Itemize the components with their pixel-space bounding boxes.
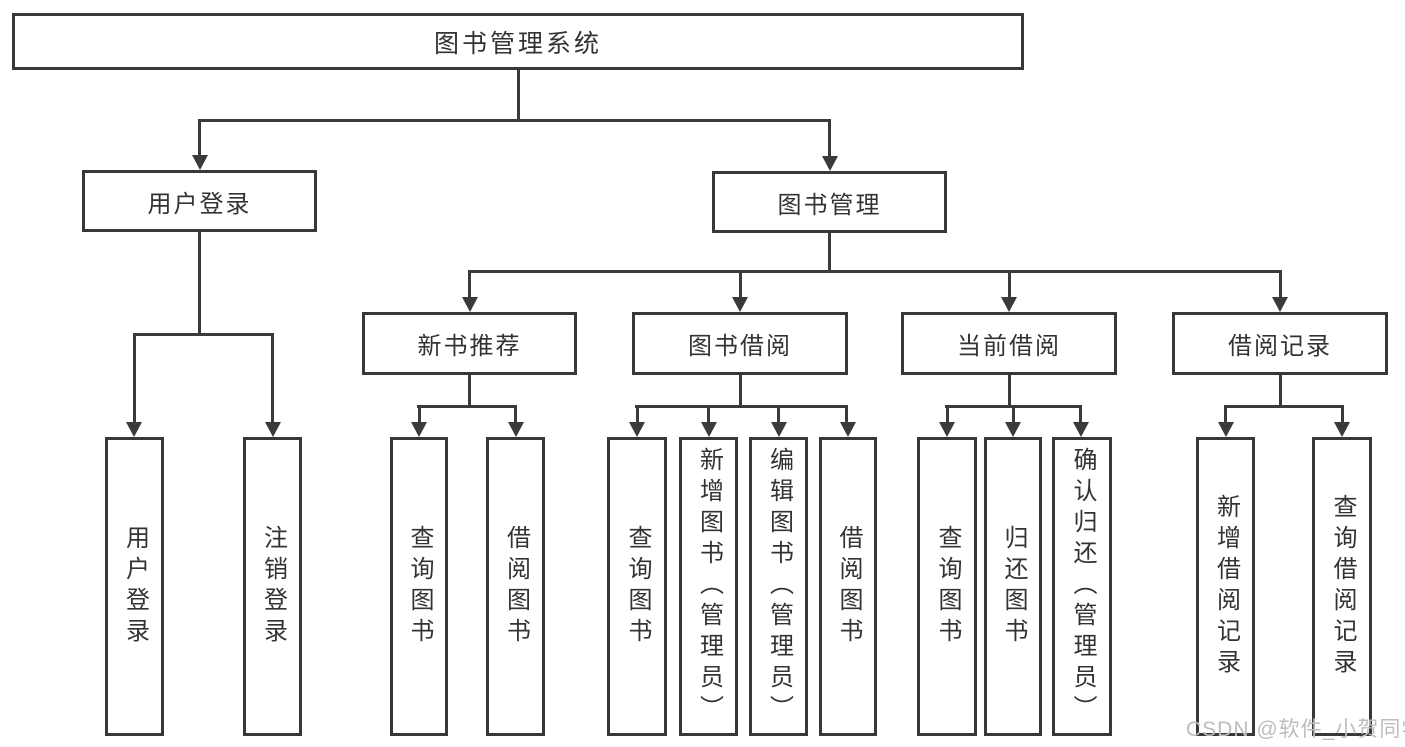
connector-line xyxy=(739,375,742,407)
connector-line xyxy=(1341,405,1344,423)
connector-line xyxy=(707,405,710,423)
arrow-down-icon xyxy=(771,422,787,437)
connector-line xyxy=(1224,405,1227,423)
node-new-book-recommend: 新书推荐 xyxy=(362,312,577,375)
connector-line xyxy=(1012,405,1015,423)
connector-line xyxy=(1008,270,1011,298)
node-label: 编辑图书（管理员） xyxy=(765,447,793,726)
connector-line xyxy=(468,270,471,298)
node-label: 查询图书 xyxy=(624,524,651,649)
arrow-down-icon xyxy=(1334,422,1350,437)
node-user-login-leaf: 用户登录 xyxy=(105,437,164,736)
arrow-down-icon xyxy=(629,422,645,437)
arrow-down-icon xyxy=(701,422,717,437)
connector-line xyxy=(198,119,201,156)
node-logout-leaf: 注销登录 xyxy=(243,437,302,736)
arrow-down-icon xyxy=(411,422,427,437)
connector-line xyxy=(271,333,274,422)
arrow-down-icon xyxy=(508,422,524,437)
node-root: 图书管理系统 xyxy=(12,13,1024,70)
connector-line xyxy=(198,232,201,335)
connector-line xyxy=(1279,270,1282,298)
connector-line xyxy=(198,119,831,122)
connector-line xyxy=(1279,375,1282,407)
arrow-down-icon xyxy=(1073,422,1089,437)
connector-line xyxy=(417,405,517,408)
node-borrow-books-leaf: 借阅图书 xyxy=(819,437,877,736)
watermark: CSDN @软件_小贺同学 xyxy=(1186,718,1405,741)
node-current-borrow: 当前借阅 xyxy=(901,312,1117,375)
node-borrow-books-recommend: 借阅图书 xyxy=(486,437,545,736)
connector-line xyxy=(133,333,136,422)
arrow-down-icon xyxy=(840,422,856,437)
node-label: 借阅图书 xyxy=(502,524,530,649)
node-label: 查询图书 xyxy=(406,524,433,649)
connector-line xyxy=(468,375,471,407)
connector-line xyxy=(946,405,949,423)
connector-line xyxy=(418,405,421,423)
node-add-borrow-record: 新增借阅记录 xyxy=(1196,437,1255,736)
arrow-down-icon xyxy=(1001,297,1017,312)
connector-line xyxy=(635,405,848,408)
node-label: 归还图书 xyxy=(1000,524,1027,649)
connector-line xyxy=(777,405,780,423)
arrow-down-icon xyxy=(1218,422,1234,437)
node-label: 注销登录 xyxy=(259,524,287,649)
arrow-down-icon xyxy=(126,422,142,437)
node-label: 确认归还（管理员） xyxy=(1069,447,1096,726)
connector-line xyxy=(514,405,517,423)
connector-line xyxy=(828,119,831,156)
node-label: 查询图书 xyxy=(934,524,961,649)
arrow-down-icon xyxy=(462,297,478,312)
node-confirm-return-admin: 确认归还（管理员） xyxy=(1052,437,1112,736)
node-query-books-recommend: 查询图书 xyxy=(390,437,448,736)
connector-line xyxy=(828,233,831,273)
connector-line xyxy=(133,333,274,336)
arrow-down-icon xyxy=(732,297,748,312)
node-edit-book-admin: 编辑图书（管理员） xyxy=(749,437,808,736)
node-user-login: 用户登录 xyxy=(82,170,317,232)
arrow-down-icon xyxy=(265,422,281,437)
arrow-down-icon xyxy=(1272,297,1288,312)
connector-line xyxy=(1008,375,1011,407)
node-label: 查询借阅记录 xyxy=(1329,493,1356,680)
node-label: 新增借阅记录 xyxy=(1212,493,1240,680)
node-add-book-admin: 新增图书（管理员） xyxy=(679,437,738,736)
connector-line xyxy=(468,270,1282,273)
node-query-borrow-record: 查询借阅记录 xyxy=(1312,437,1372,736)
node-return-book: 归还图书 xyxy=(984,437,1042,736)
connector-line xyxy=(517,70,520,121)
node-borrow-records: 借阅记录 xyxy=(1172,312,1388,375)
arrow-down-icon xyxy=(192,155,208,170)
arrow-down-icon xyxy=(1005,422,1021,437)
node-label: 用户登录 xyxy=(121,524,149,649)
node-book-management: 图书管理 xyxy=(712,171,947,233)
connector-line xyxy=(1224,405,1344,408)
node-query-books-current: 查询图书 xyxy=(917,437,977,736)
node-label: 新增图书（管理员） xyxy=(695,447,723,726)
connector-line xyxy=(1079,405,1082,423)
node-book-borrow: 图书借阅 xyxy=(632,312,848,375)
arrow-down-icon xyxy=(822,156,838,171)
arrow-down-icon xyxy=(939,422,955,437)
connector-line xyxy=(636,405,639,423)
node-label: 借阅图书 xyxy=(835,524,862,649)
connector-line xyxy=(845,405,848,423)
connector-line xyxy=(739,270,742,298)
node-query-books-borrow: 查询图书 xyxy=(607,437,667,736)
